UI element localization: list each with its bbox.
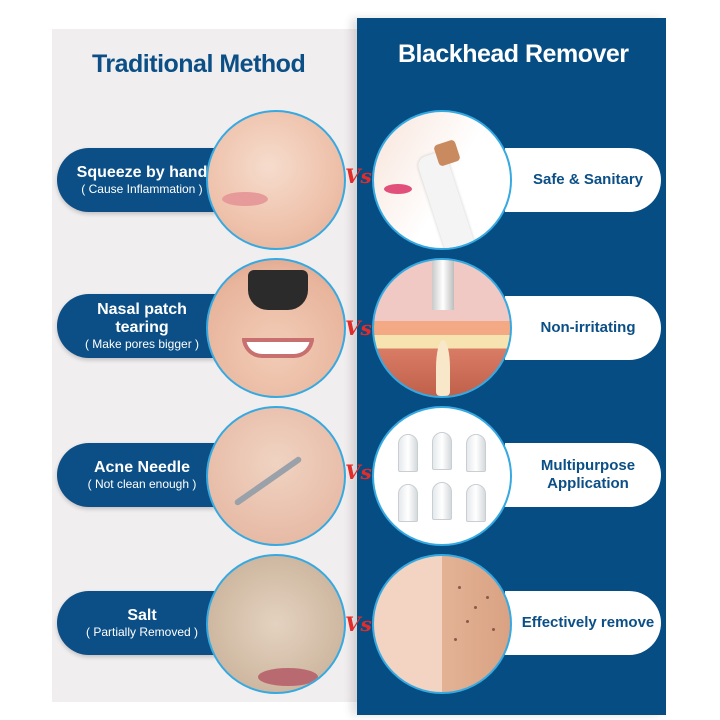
blackhead-dot bbox=[492, 628, 495, 631]
lip-shape bbox=[258, 668, 318, 686]
device-on-nose-image bbox=[372, 110, 512, 250]
nozzle-head bbox=[398, 434, 418, 472]
nozzle-head bbox=[466, 434, 486, 472]
nozzle-head bbox=[432, 432, 452, 470]
salt-scrub-image bbox=[206, 554, 346, 694]
benefit-pill-non-irritating: Non-irritating bbox=[505, 296, 661, 360]
lip-shape bbox=[222, 192, 268, 206]
acne-needle-image bbox=[206, 406, 346, 546]
vs-icon: Vs bbox=[345, 460, 372, 484]
method-name: Acne Needle bbox=[93, 458, 191, 476]
nozzle-head bbox=[398, 484, 418, 522]
method-name: Squeeze by hand bbox=[76, 163, 208, 181]
device-body bbox=[415, 150, 479, 248]
vs-icon: Vs bbox=[345, 612, 372, 636]
nasal-patch-image bbox=[206, 258, 346, 398]
needle-tool bbox=[233, 455, 303, 507]
blackhead-dot bbox=[454, 638, 457, 641]
method-drawback: ( Partially Removed ) bbox=[85, 624, 199, 639]
benefit-pill-effective: Effectively remove bbox=[505, 591, 661, 655]
lip-shape bbox=[384, 184, 412, 194]
blackhead-remover-title: Blackhead Remover bbox=[398, 40, 629, 68]
method-drawback: ( Not clean enough ) bbox=[87, 476, 197, 491]
nozzle-head bbox=[466, 484, 486, 522]
nozzle-heads-image bbox=[372, 406, 512, 546]
traditional-method-title: Traditional Method bbox=[92, 50, 306, 78]
vs-icon: Vs bbox=[345, 164, 372, 188]
blackhead-dot bbox=[466, 620, 469, 623]
nasal-strip bbox=[248, 270, 308, 310]
blackhead-dot bbox=[474, 606, 477, 609]
smile-shape bbox=[242, 338, 314, 358]
method-name: Nasal patch tearing bbox=[97, 300, 187, 336]
squeeze-by-hand-image bbox=[206, 110, 346, 250]
benefit-pill-safe: Safe & Sanitary bbox=[505, 148, 661, 212]
blackhead-dot bbox=[458, 586, 461, 589]
method-drawback: ( Make pores bigger ) bbox=[84, 336, 200, 351]
pore-follicle bbox=[436, 340, 450, 396]
suction-nozzle bbox=[432, 260, 454, 310]
method-drawback: ( Cause Inflammation ) bbox=[81, 181, 203, 196]
method-name: Salt bbox=[127, 606, 157, 624]
benefit-pill-multipurpose: Multipurpose Application bbox=[505, 443, 661, 507]
before-after-nose-image bbox=[372, 554, 512, 694]
nozzle-head bbox=[432, 482, 452, 520]
vs-icon: Vs bbox=[345, 316, 372, 340]
blackhead-dot bbox=[486, 596, 489, 599]
pore-suction-image bbox=[372, 258, 512, 398]
